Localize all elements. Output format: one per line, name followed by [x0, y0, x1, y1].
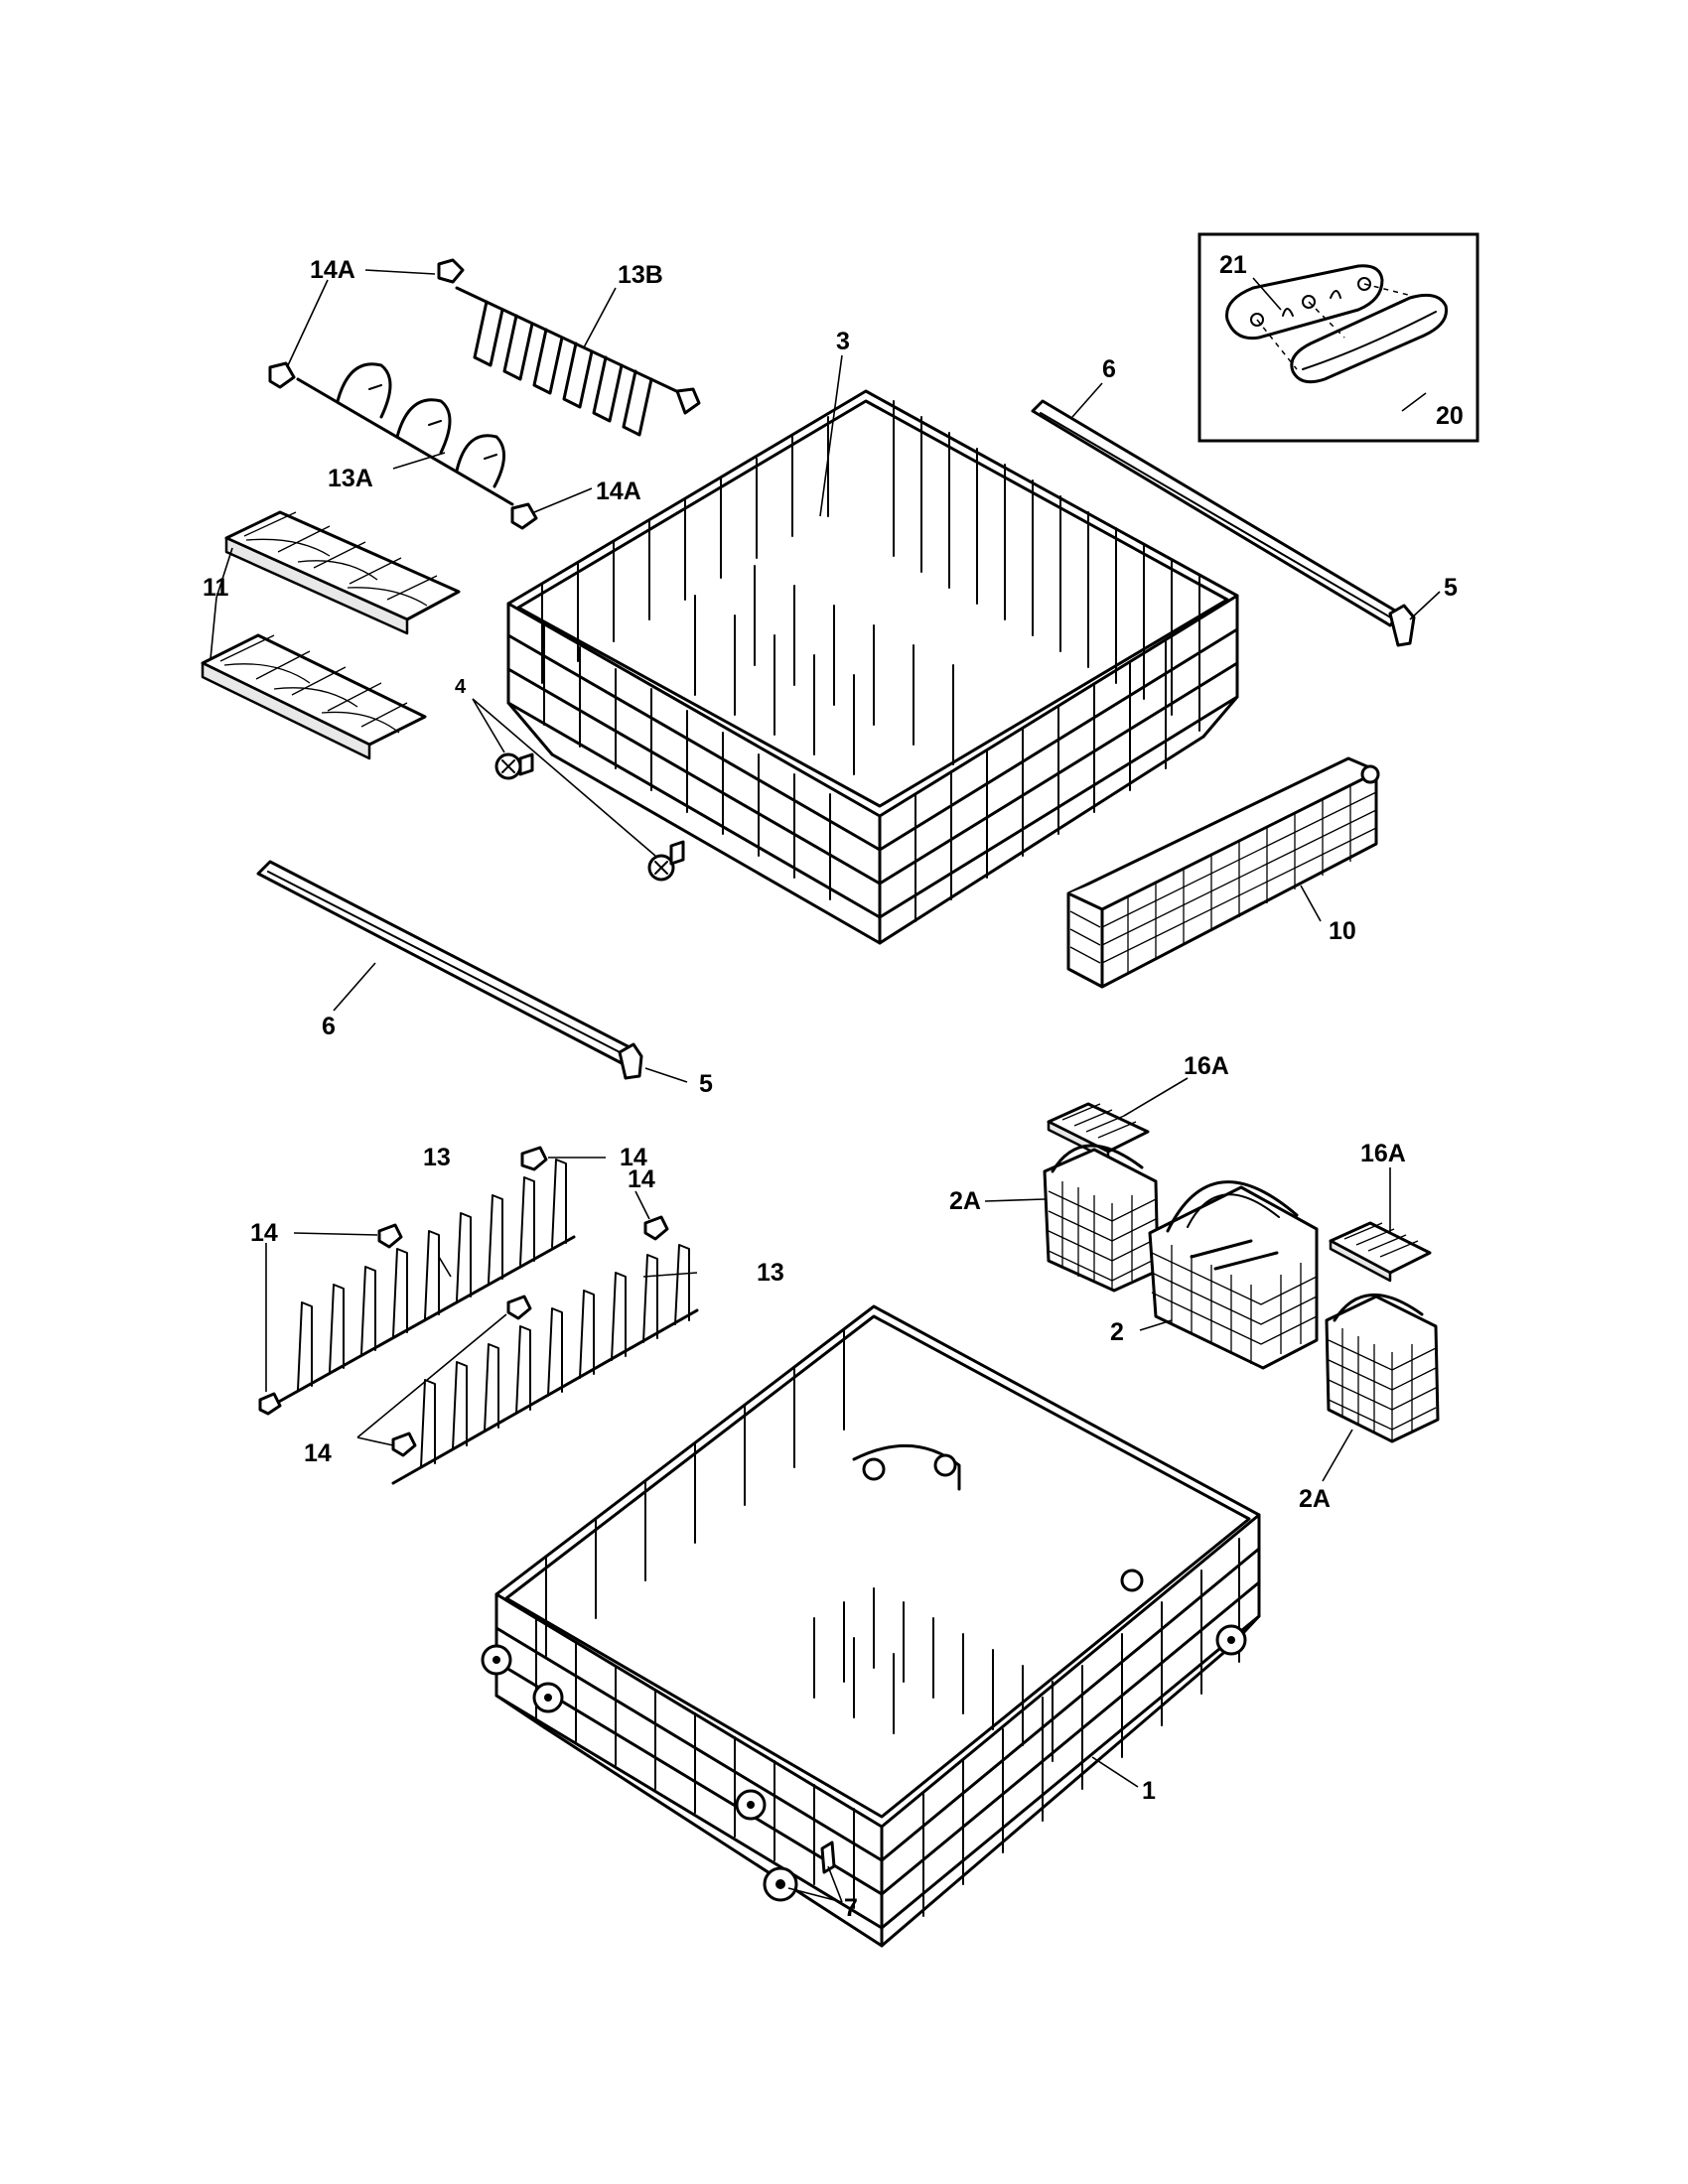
part-13b-tine-row: [455, 286, 701, 437]
part-14a-clip-left: [268, 361, 296, 389]
part-14-clips: [258, 1146, 669, 1457]
callout-20: 20: [1436, 402, 1464, 430]
leader-3: [819, 354, 843, 517]
callout-14-bottom: 14: [304, 1439, 332, 1467]
part-14a-clip-bottom: [510, 502, 538, 530]
part-16a-lid-right: [1329, 1221, 1432, 1283]
callout-16a-left: 16A: [1184, 1052, 1229, 1080]
part-2-large-basket: [1148, 1180, 1319, 1370]
callout-6-bottom: 6: [322, 1013, 336, 1040]
part-13a-tine-row: [296, 362, 514, 506]
callout-2a-left: 2A: [949, 1187, 981, 1215]
part-11-shelf-lower: [201, 633, 427, 760]
callout-14a-mid: 14A: [596, 478, 641, 505]
part-5-endcap-top: [1388, 604, 1416, 647]
part-10-cutlery-basket: [1066, 756, 1380, 989]
callout-3: 3: [836, 328, 850, 355]
callout-2a-right: 2A: [1299, 1485, 1331, 1513]
part-6-rail-bottom: [256, 860, 637, 1066]
inset-box: 21 20: [1197, 232, 1479, 443]
part-13-tine-row-left: [266, 1159, 576, 1410]
callout-1: 1: [1142, 1777, 1156, 1805]
leader-20: [1401, 392, 1427, 412]
callout-14-left: 14: [250, 1219, 278, 1247]
callout-6-top: 6: [1102, 355, 1116, 383]
part-2a-basket-right: [1325, 1293, 1440, 1443]
callout-13b: 13B: [618, 261, 663, 289]
callout-7: 7: [844, 1894, 858, 1922]
callout-5-bottom: 5: [699, 1070, 713, 1098]
part-13-tine-row-right: [391, 1244, 699, 1485]
callout-13-right: 13: [757, 1259, 784, 1287]
part-5-endcap-bottom: [618, 1042, 643, 1080]
callout-14-right: 14: [628, 1165, 655, 1193]
callout-21: 21: [1219, 251, 1247, 279]
part-3-upper-rack: [506, 389, 1239, 945]
callout-13-left: 13: [423, 1144, 451, 1171]
callout-4: 4: [455, 676, 467, 698]
callout-16a-right: 16A: [1360, 1140, 1406, 1167]
callout-11: 11: [203, 574, 229, 602]
callout-5-top: 5: [1444, 574, 1458, 602]
callout-14-top: 14: [620, 1144, 647, 1171]
part-4-screws: [472, 698, 685, 882]
part-11-shelf-upper: [224, 510, 461, 635]
callout-2: 2: [1110, 1318, 1124, 1346]
part-1-lower-rack: [481, 1304, 1261, 1948]
part-20-cover: [1290, 293, 1449, 384]
callout-14a-top: 14A: [310, 256, 355, 284]
callout-13a: 13A: [328, 465, 373, 492]
part-14a-clip-top: [437, 258, 465, 284]
part-7-wheel: [763, 1841, 843, 1903]
leader-21: [1252, 277, 1282, 311]
callout-10: 10: [1329, 917, 1356, 945]
part-2a-basket-left: [1043, 1144, 1160, 1293]
